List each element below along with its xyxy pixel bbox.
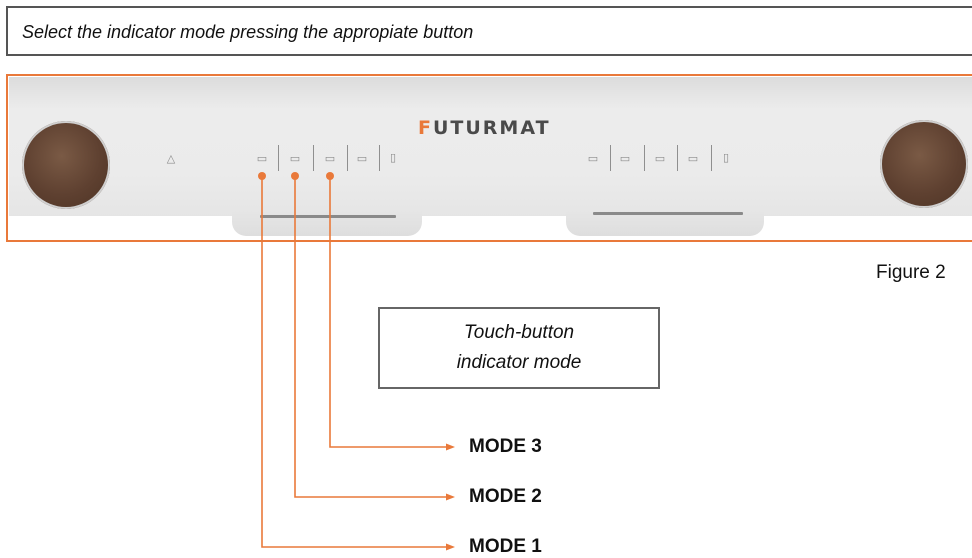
mode-3-dot (326, 172, 334, 180)
separator (278, 145, 279, 171)
cup-large-icon[interactable]: ▭ (324, 153, 336, 165)
separator (347, 145, 348, 171)
mode-3-label: MODE 3 (469, 436, 542, 457)
callout-line-1: Touch-button (463, 322, 575, 343)
mug-icon[interactable]: ▯ (389, 152, 397, 164)
leader-mode-2 (294, 176, 448, 498)
brand-logo: FUTURMAT (418, 117, 551, 139)
water-drop-icon[interactable]: △ (166, 153, 176, 165)
mode-1-dot (258, 172, 266, 180)
drip-slot-left (260, 215, 396, 218)
leader-mode-1 (261, 176, 448, 548)
figure-caption: Figure 2 (876, 262, 946, 283)
callout-box: Touch-button indicator mode (378, 307, 660, 389)
leader-mode-3 (329, 176, 448, 448)
right-knob[interactable] (880, 120, 968, 208)
cup-small-icon[interactable]: ▭ (587, 153, 599, 165)
panel-tab-left (232, 210, 422, 236)
cup-small-icon[interactable]: ▭ (256, 153, 268, 165)
cup-large-icon[interactable]: ▭ (654, 153, 666, 165)
separator (644, 145, 645, 171)
arrowhead-mode-2 (446, 493, 455, 501)
mode-2-dot (291, 172, 299, 180)
separator (379, 145, 380, 171)
drip-slot-right (593, 212, 743, 215)
separator (610, 145, 611, 171)
cup-medium-icon[interactable]: ▭ (619, 153, 631, 165)
instruction-text: Select the indicator mode pressing the a… (22, 22, 474, 42)
brand-logo-rest: UTURMAT (432, 117, 551, 139)
cup-double-icon[interactable]: ▭ (356, 153, 368, 165)
mode-2-label: MODE 2 (469, 486, 542, 507)
separator (313, 145, 314, 171)
cup-double-icon[interactable]: ▭ (687, 153, 699, 165)
separator (711, 145, 712, 171)
mug-icon[interactable]: ▯ (722, 152, 730, 164)
cup-medium-icon[interactable]: ▭ (289, 153, 301, 165)
callout-line-2: indicator mode (456, 352, 582, 373)
brand-logo-lead: F (418, 117, 433, 139)
arrowhead-mode-3 (446, 443, 455, 451)
instruction-box: Select the indicator mode pressing the a… (6, 6, 972, 56)
separator (677, 145, 678, 171)
left-knob[interactable] (22, 121, 110, 209)
mode-1-label: MODE 1 (469, 536, 542, 557)
arrowhead-mode-1 (446, 543, 455, 551)
control-panel (9, 77, 972, 216)
